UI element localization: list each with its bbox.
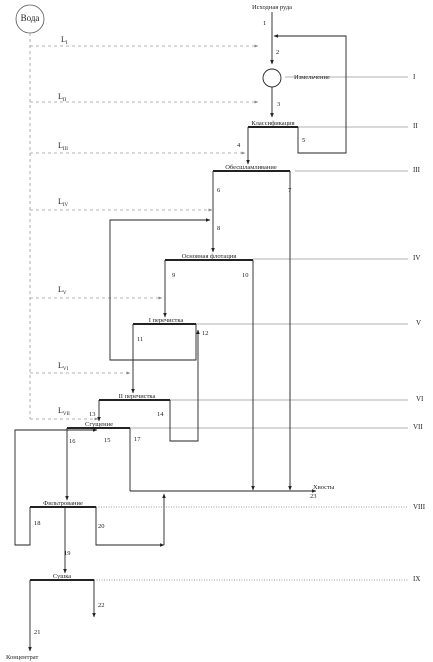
stream-number: 2 [276, 49, 279, 56]
stream-number: 15 [104, 437, 111, 444]
stream-number: 20 [98, 523, 105, 530]
stream-number: 18 [34, 520, 41, 527]
input-ore-label: Исходная руда [252, 4, 292, 11]
stage-numeral: III [413, 166, 421, 174]
stage-numeral: VIII [413, 503, 426, 511]
stream-number: 13 [89, 411, 96, 418]
concentrate-label: Концентрат [6, 654, 38, 661]
stream-number: 8 [217, 225, 220, 232]
stage-numeral: VII [413, 423, 423, 431]
stream-number: 7 [288, 187, 292, 194]
stream-number: 6 [217, 187, 221, 194]
stream-number: 17 [134, 436, 141, 443]
water-flow-label: LVII [58, 406, 70, 417]
stream-number: 3 [277, 101, 280, 108]
operation-bars [30, 126, 298, 581]
water-flow-label: LV [58, 285, 67, 296]
stage-numeral: V [416, 319, 421, 327]
stream-number: 9 [172, 272, 175, 279]
stage-numeral: II [413, 122, 418, 130]
water-flow-label: LVI [58, 361, 69, 372]
water-flow-label: LIII [58, 141, 68, 152]
grinding-label: Измельчение [294, 74, 330, 81]
stream-number: 23 [310, 493, 317, 500]
stage-numeral: VI [416, 395, 424, 403]
stream-number: 14 [157, 411, 164, 418]
stream-number: 4 [237, 142, 241, 149]
water-flow-label: LIV [58, 197, 69, 208]
stream-number: 16 [69, 438, 76, 445]
thickening-label: Сгущение [85, 421, 113, 428]
water-label: Вода [21, 13, 40, 23]
stream-number: 12 [202, 330, 209, 337]
stage-numeral: IX [413, 575, 420, 583]
stream-number: 10 [242, 272, 249, 279]
stage-lines-dotted [94, 506, 408, 581]
cleaner-1-label: I перечистка [149, 317, 184, 324]
water-flow-label: LI [61, 35, 68, 46]
stream-numbers: 1 2 3 4 5 6 7 8 9 10 11 12 13 14 15 16 1… [34, 20, 317, 636]
stream-number: 19 [64, 550, 71, 557]
desliming-label: Обесшламливание [225, 164, 277, 171]
stage-numeral: I [413, 73, 416, 81]
cleaner-2-label: II перечистка [119, 393, 156, 400]
stream-number: 22 [98, 602, 105, 609]
filtration-label: Фильтрование [43, 500, 83, 507]
stage-numeral: IV [413, 254, 420, 262]
stage-lines [130, 76, 408, 429]
stream-number: 5 [302, 137, 305, 144]
water-flow-label: LII [58, 92, 67, 103]
grinding-mill-circle [262, 68, 282, 88]
drying-label: Сушка [53, 573, 71, 580]
stream-number: 1 [263, 20, 266, 27]
rougher-flotation-label: Основная флотация [182, 253, 237, 260]
tailings-label: Хвосты [313, 484, 335, 491]
classification-label: Классификация [251, 120, 294, 127]
stream-number: 21 [34, 629, 41, 636]
water-lines [29, 33, 259, 421]
stream-number: 11 [137, 336, 143, 343]
